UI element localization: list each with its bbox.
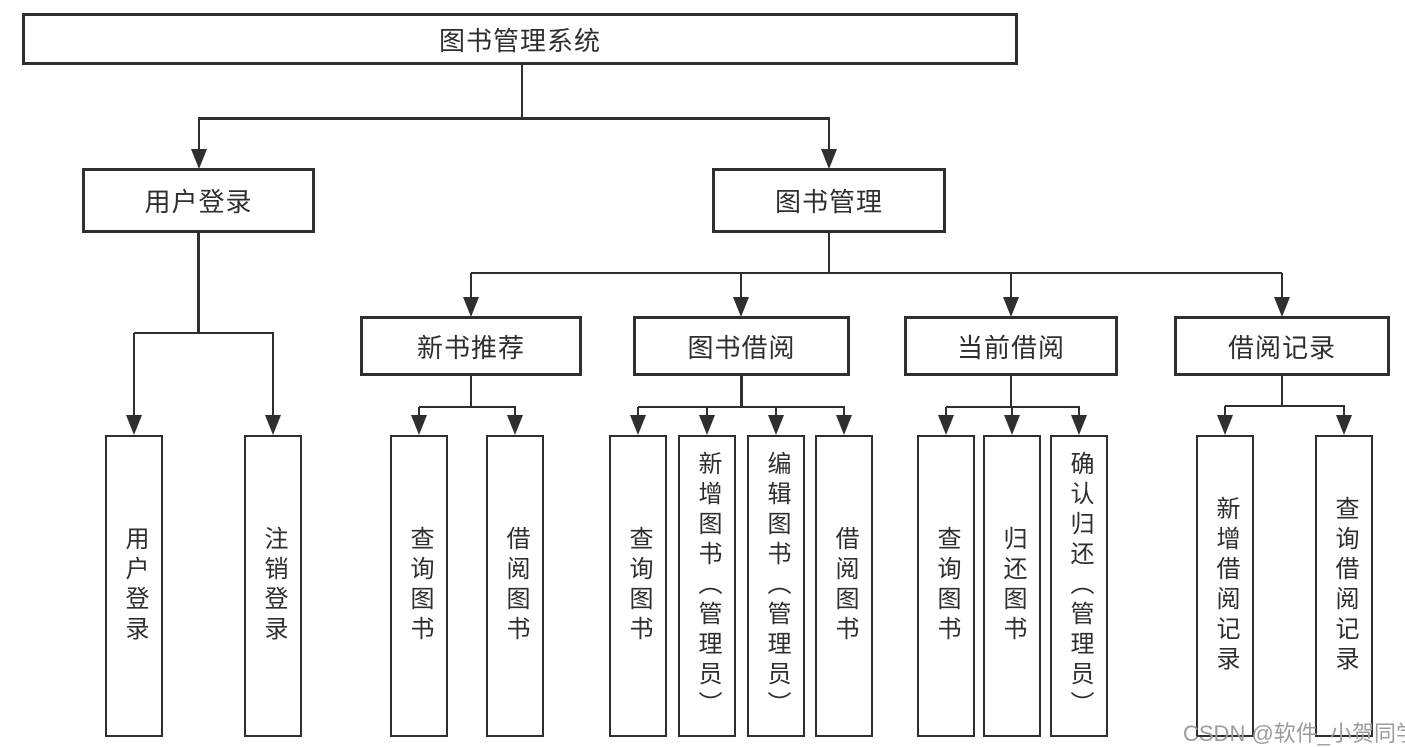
connector-book-management-stub	[827, 233, 831, 273]
arrow-to-leaf-borrow-books-2-icon	[836, 407, 852, 435]
node-book-borrowing: 图书借阅	[633, 316, 850, 376]
arrow-to-leaf-query-books-1-icon	[411, 407, 427, 435]
connector-borrowing-records-hbar	[1225, 404, 1345, 407]
leaf-borrow-books-2: 借阅图书	[815, 435, 873, 737]
connector-current-borrowing-stub	[1009, 376, 1013, 407]
connector-book-borrowing-hbar	[638, 405, 845, 408]
leaf-query-books-1: 查询图书	[390, 435, 448, 737]
arrow-to-book-borrowing-icon	[733, 273, 749, 317]
leaf-query-books-3: 查询图书	[917, 435, 975, 737]
connector-user-login-hbar	[134, 331, 274, 334]
csdn-watermark: CSDN @软件_小贺同学	[1183, 721, 1405, 746]
arrow-to-borrowing-records-icon	[1274, 273, 1290, 317]
connector-book-borrowing-stub	[740, 376, 743, 407]
connector-borrowing-records-stub	[1280, 376, 1284, 406]
leaf-query-books-2: 查询图书	[609, 435, 667, 737]
node-borrowing-records: 借阅记录	[1174, 316, 1390, 376]
node-new-book-recommendation: 新书推荐	[360, 316, 582, 376]
arrow-to-leaf-query-books-3-icon	[938, 407, 954, 435]
arrow-to-leaf-confirm-return-icon	[1071, 407, 1087, 435]
leaf-add-book-admin: 新增图书（管理员）	[678, 435, 736, 737]
arrow-to-leaf-add-borrow-record-icon	[1217, 406, 1233, 435]
leaf-borrow-books-1: 借阅图书	[486, 435, 544, 737]
leaf-logout: 注销登录	[244, 435, 302, 737]
connector-new-book-rec-stub	[469, 376, 473, 407]
connector-current-borrowing-hbar	[946, 405, 1080, 408]
leaf-confirm-return-admin: 确认归还（管理员）	[1050, 435, 1108, 737]
arrow-to-book-management-icon	[821, 118, 837, 169]
leaf-edit-book-admin: 编辑图书（管理员）	[747, 435, 805, 737]
connector-root-stub	[520, 63, 524, 119]
node-library-management-system: 图书管理系统	[22, 13, 1018, 65]
connector-root-hbar	[198, 117, 830, 120]
arrow-to-leaf-add-book-icon	[699, 407, 715, 435]
arrow-to-leaf-edit-book-icon	[768, 407, 784, 435]
connector-user-login-stub	[197, 233, 200, 333]
connector-new-book-rec-hbar	[419, 405, 516, 408]
node-user-login: 用户登录	[82, 168, 315, 233]
arrow-to-user-login-icon	[191, 118, 207, 169]
arrow-to-current-borrowing-icon	[1003, 273, 1019, 317]
arrow-to-leaf-user-login-icon	[126, 333, 142, 435]
leaf-return-books: 归还图书	[983, 435, 1041, 737]
leaf-add-borrow-record: 新增借阅记录	[1196, 435, 1254, 737]
arrow-to-leaf-query-borrow-record-icon	[1336, 406, 1352, 435]
node-current-borrowing: 当前借阅	[904, 316, 1118, 376]
connector-book-management-hbar	[471, 271, 1282, 274]
node-book-management: 图书管理	[712, 168, 946, 233]
arrow-to-leaf-query-books-2-icon	[630, 407, 646, 435]
leaf-query-borrow-record: 查询借阅记录	[1315, 435, 1373, 737]
leaf-user-login: 用户登录	[105, 435, 163, 737]
arrow-to-leaf-borrow-books-1-icon	[507, 407, 523, 435]
arrow-to-new-book-recommendation-icon	[463, 273, 479, 317]
arrow-to-leaf-return-books-icon	[1004, 407, 1020, 435]
arrow-to-leaf-logout-icon	[265, 333, 281, 435]
